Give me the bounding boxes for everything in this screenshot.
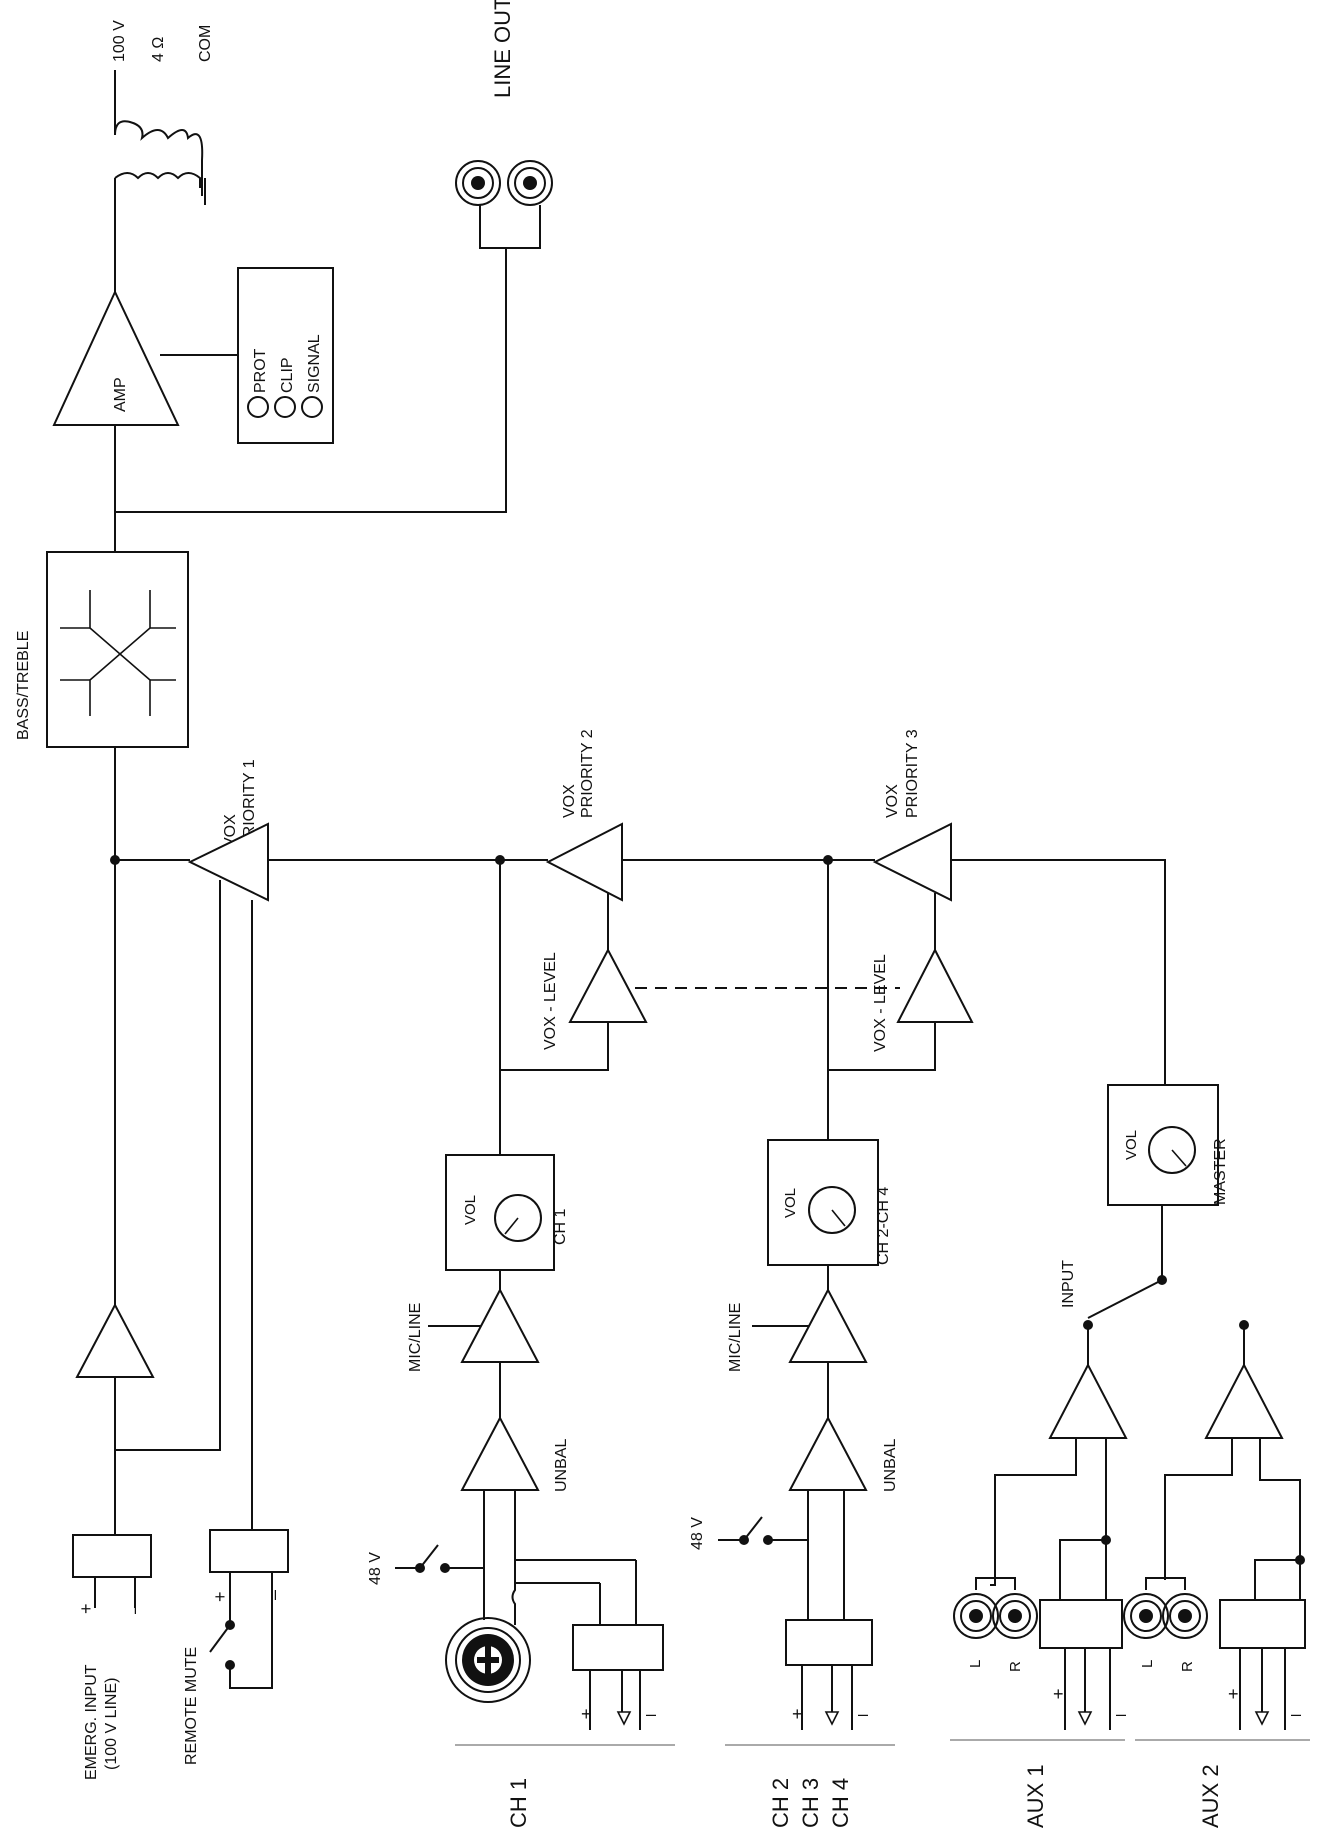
priority-3-label: PRIORITY 3 [904,729,921,818]
section-aux1: AUX 1 [1023,1764,1048,1828]
aux2-rca-jacks [1123,1593,1208,1639]
signal-led [301,396,323,418]
emergency-input-label: EMERG. INPUT [83,1664,100,1780]
input-selector-switch [1087,1279,1163,1319]
ch1-mic-line-label: MIC/LINE [407,1303,424,1372]
section-ch1: CH 1 [506,1778,531,1828]
ch2-4-plus: + [792,1704,803,1724]
aux2-input-amp [1204,1362,1284,1439]
aux1-left-label: L [967,1660,984,1668]
remote-mute-plus: + [210,1591,230,1602]
ch1-plus: + [581,1704,592,1724]
section-aux2: AUX 2 [1198,1764,1223,1828]
vox-priority-3-triangle [872,822,952,902]
priority-2-label: PRIORITY 2 [579,729,596,818]
ch1-volume-box [445,1154,555,1271]
ch2-4-unbal-label: UNBAL [882,1439,899,1492]
ch2-4-volume-box [767,1139,879,1266]
ch2-4-ground-icon [824,1711,840,1726]
aux2-left-label: L [1139,1660,1156,1668]
vox-priority-2-triangle [545,822,623,902]
ch1-vol-name: CH 1 [552,1208,569,1245]
ch1-unbal-amp [460,1415,540,1491]
input-switch-label: INPUT [1060,1260,1077,1308]
eq-curve-icon [60,590,176,716]
bass-treble-label: BASS/TREBLE [15,631,32,740]
ch2-4-minus: – [858,1704,868,1724]
vox-3: VOX [884,784,901,818]
remote-mute-switch [209,1624,231,1653]
emergency-input-sublabel: (100 V LINE) [103,1678,120,1770]
aux1-plus: + [1053,1684,1064,1704]
line-out-label: LINE OUT [490,0,515,98]
aux1-jack-box [1039,1599,1123,1649]
section-ch2: CH 2 [768,1778,793,1828]
clip-label: CLIP [279,357,296,393]
aux2-ground-icon [1254,1711,1270,1726]
vox-level-1-triangle [568,947,648,1023]
emergency-input-terminal [72,1534,152,1578]
remote-mute-label: REMOTE MUTE [183,1647,200,1765]
ch1-volume-knob [494,1194,542,1242]
ch1-ground-icon [616,1711,632,1726]
remote-mute-minus: – [264,1590,284,1600]
remote-mute-terminal [209,1529,289,1573]
ch2-4-phantom-label: 48 V [689,1517,706,1550]
aux1-rca-jacks [953,1593,1038,1639]
priority-1-label: PRIORITY 1 [241,759,258,848]
vox-2: VOX [561,784,578,818]
prot-label: PROT [252,348,269,393]
vox-level-2-label: VOX - LEVEL [872,954,889,1052]
aux1-ground-icon [1077,1711,1093,1726]
ch1-vol-label: VOL [462,1195,479,1225]
output-transformer [114,70,206,292]
bass-treble-box [46,551,189,748]
emergency-minus: – [124,1604,144,1614]
ch2-4-jack-box [785,1619,873,1666]
ch1-jack-box [572,1624,664,1671]
master-volume-knob [1148,1126,1196,1174]
ch2-4-vol-label: VOL [782,1188,799,1218]
aux2-plus: + [1228,1684,1239,1704]
tap-4ohm: 4 Ω [150,37,167,62]
ch1-xlr-combo-jack [445,1617,531,1703]
vox-level-2-triangle [896,947,974,1023]
ch2-4-mic-line-label: MIC/LINE [727,1303,744,1372]
section-ch3: CH 3 [798,1778,823,1828]
vox-priority-1-triangle [187,822,269,902]
signal-label: SIGNAL [306,334,323,393]
aux1-right-label: R [1007,1661,1024,1672]
led-indicator-box [237,267,334,444]
vox-level-1-label: VOX - LEVEL [542,952,559,1050]
ch1-minus: – [646,1704,656,1724]
emergency-buffer-amp [75,1302,155,1378]
aux2-jack-box [1219,1599,1306,1649]
aux2-right-label: R [1179,1661,1196,1672]
amp-label: AMP [112,377,129,412]
clip-led [274,396,296,418]
aux1-input-amp [1048,1362,1128,1439]
tap-100v: 100 V [111,20,128,62]
prot-led [247,396,269,418]
ch2-4-vol-name: CH 2-CH 4 [875,1187,892,1265]
ch1-phantom-label: 48 V [367,1552,384,1585]
ch2-4-volume-knob [808,1186,856,1234]
aux2-minus: – [1291,1704,1301,1724]
aux1-minus: – [1116,1704,1126,1724]
ch1-unbal-label: UNBAL [553,1439,570,1492]
emergency-plus: + [76,1603,96,1614]
line-out-rca-jacks [455,160,553,206]
ch2-4-unbal-amp [788,1415,868,1491]
master-vol-name: MASTER [1212,1138,1229,1205]
master-vol-label: VOL [1123,1130,1140,1160]
tap-com: COM [197,25,214,62]
section-ch4: CH 4 [828,1778,853,1828]
